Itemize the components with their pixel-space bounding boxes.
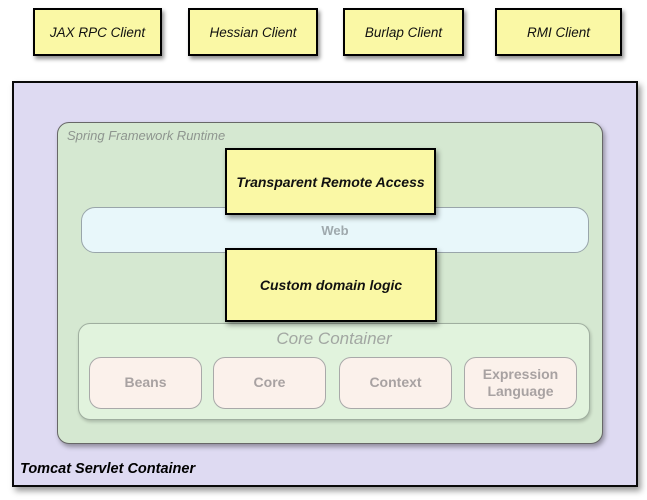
client-box-rmi: RMI Client <box>495 8 622 56</box>
core-container-label: Core Container <box>276 329 392 348</box>
transparent-remote-access-box: Transparent Remote Access <box>225 148 436 215</box>
client-box-jax-rpc: JAX RPC Client <box>33 8 162 56</box>
tomcat-servlet-container: Spring Framework Runtime Web Transparent… <box>12 81 638 487</box>
client-box-burlap: Burlap Client <box>343 8 464 56</box>
module-label: Context <box>369 374 422 391</box>
client-box-hessian: Hessian Client <box>188 8 318 56</box>
tomcat-servlet-container-label: Tomcat Servlet Container <box>20 461 196 477</box>
spring-framework-runtime: Spring Framework Runtime Web Transparent… <box>57 122 603 444</box>
module-label: Expression Language <box>482 365 559 400</box>
client-label: JAX RPC Client <box>49 24 146 40</box>
client-label: Hessian Client <box>209 24 297 40</box>
module-core: Core <box>213 357 326 409</box>
module-context: Context <box>339 357 452 409</box>
module-label: Beans <box>124 374 167 391</box>
client-label: Burlap Client <box>364 24 443 40</box>
transparent-remote-access-label: Transparent Remote Access <box>236 173 425 190</box>
core-container: Core Container Beans Core Context Expres… <box>78 323 590 420</box>
client-label: RMI Client <box>526 24 590 40</box>
custom-domain-logic-label: Custom domain logic <box>259 277 403 293</box>
custom-domain-logic-box: Custom domain logic <box>225 248 437 322</box>
module-label: Core <box>253 374 286 391</box>
web-layer-label: Web <box>321 222 349 238</box>
spring-framework-runtime-label: Spring Framework Runtime <box>67 128 226 143</box>
module-expression-language: Expression Language <box>464 357 577 409</box>
module-beans: Beans <box>89 357 202 409</box>
